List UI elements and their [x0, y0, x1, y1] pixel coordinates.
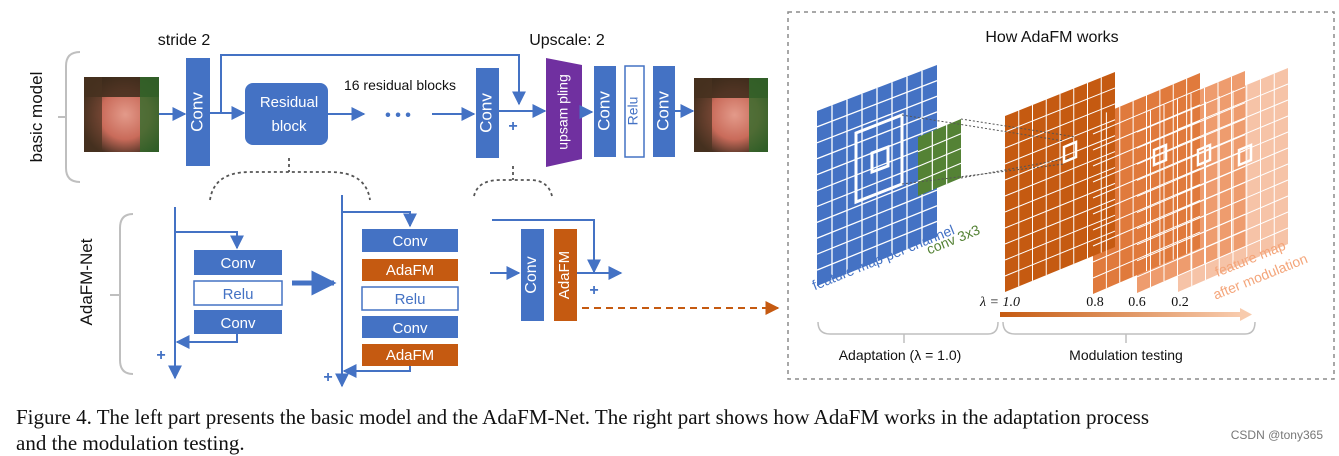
adafm-residual-block: Conv AdaFM Relu Conv AdaFM + [323, 195, 459, 388]
svg-text:Relu: Relu [223, 286, 254, 303]
adaptation-bracket [817, 321, 999, 335]
upscale-label: Upscale: 2 [529, 32, 605, 49]
adafm-conv-block: Conv AdaFM + [490, 219, 623, 321]
basic-model: basic model stride 2 Conv Residual block… [27, 32, 768, 183]
svg-text:Residual: Residual [260, 94, 318, 111]
conv-block-3: Conv [594, 66, 616, 157]
residual-block: Residual block [245, 83, 328, 145]
svg-text:Relu: Relu [395, 291, 426, 308]
lambda-gradient-arrow [1000, 308, 1252, 321]
svg-text:Conv: Conv [392, 320, 428, 337]
svg-text:+: + [156, 347, 165, 364]
residual-count-label: 16 residual blocks [344, 77, 456, 93]
adafm-net: AdaFM-Net Conv Relu Conv + Conv AdaFM Re… [77, 195, 780, 388]
svg-text:AdaFM: AdaFM [386, 347, 434, 364]
svg-text:AdaFM: AdaFM [556, 251, 573, 299]
adaptation-label: Adaptation (λ = 1.0) [839, 347, 962, 363]
basic-model-bracket [65, 51, 81, 183]
svg-text:Conv: Conv [594, 91, 613, 131]
conv-block-2: Conv [476, 68, 499, 158]
caption-line-1: Figure 4. The left part presents the bas… [16, 405, 1150, 429]
svg-text:+: + [323, 369, 332, 386]
lambda-value-0.6: 0.6 [1128, 295, 1146, 310]
conv-stride-block: Conv [186, 58, 210, 166]
stride-label: stride 2 [158, 32, 211, 49]
how-adafm-works-panel: How AdaFM works [787, 11, 1335, 380]
basic-model-side-label: basic model [27, 72, 46, 163]
adafm-net-side-label: AdaFM-Net [77, 238, 96, 325]
lambda-value-0.2: 0.2 [1171, 295, 1189, 310]
svg-text:block: block [271, 118, 307, 135]
ellipsis: • • • [385, 107, 411, 124]
skip-plus: + [508, 118, 517, 135]
svg-text:upsam pling: upsam pling [555, 74, 571, 150]
svg-text:Conv: Conv [220, 255, 256, 272]
svg-text:Conv: Conv [187, 92, 206, 132]
watermark: CSDN @tony365 [1228, 428, 1325, 442]
svg-text:AdaFM: AdaFM [386, 262, 434, 279]
lambda-start-label: λ = 1.0 [979, 295, 1020, 310]
upsampling-block: upsam pling [546, 58, 582, 167]
conv-3x3-kernel [917, 119, 962, 196]
adafm-diagram: basic model stride 2 Conv Residual block… [27, 11, 1335, 388]
residual-block-detail: Conv Relu Conv + [156, 207, 283, 380]
caption-line-2: and the modulation testing. [16, 431, 245, 455]
modulation-bracket [1002, 321, 1256, 335]
panel-title: How AdaFM works [985, 29, 1118, 46]
svg-text:Relu: Relu [625, 97, 641, 126]
adafm-net-bracket [119, 213, 134, 375]
svg-text:Conv: Conv [476, 93, 495, 133]
svg-text:Conv: Conv [392, 233, 428, 250]
output-image [694, 78, 768, 152]
svg-text:Conv: Conv [220, 315, 256, 332]
conv-block-4: Conv [653, 66, 675, 157]
svg-text:Conv: Conv [653, 91, 672, 131]
feature-map-per-channel [816, 65, 938, 286]
modulation-label: Modulation testing [1069, 347, 1183, 363]
zoom-connectors [209, 158, 553, 201]
input-image [84, 77, 159, 152]
svg-text:+: + [589, 282, 598, 299]
figure-caption: Figure 4. The left part presents the bas… [16, 404, 1336, 456]
relu-block: Relu [624, 65, 645, 158]
lambda-value-0.8: 0.8 [1086, 295, 1104, 310]
svg-text:Conv: Conv [523, 256, 540, 293]
